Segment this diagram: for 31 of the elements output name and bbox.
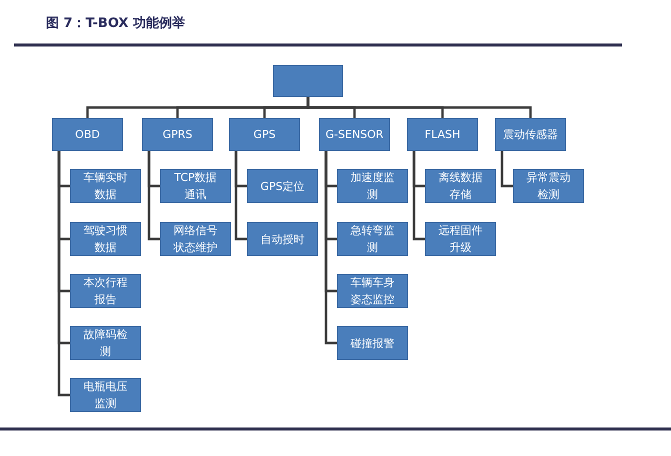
function-box: 车辆车身姿态监控 [337, 274, 408, 308]
function-box: 电瓶电压监测 [70, 378, 141, 412]
function-box: 故障码检测 [70, 326, 141, 360]
connector-line [58, 151, 70, 396]
module-box: G-SENSOR [319, 118, 390, 151]
function-box: 自动授时 [247, 222, 318, 256]
connector-line [234, 151, 247, 240]
connector-line [306, 97, 532, 118]
function-box: 离线数据存储 [425, 169, 496, 203]
figure-title: 图 7：T-BOX 功能例举 [46, 14, 185, 32]
module-box: FLASH [407, 118, 478, 151]
connector-line [500, 151, 513, 188]
function-box: 碰撞报警 [337, 326, 408, 360]
connector-line [324, 151, 337, 344]
module-box: GPS [229, 118, 300, 151]
function-box: 急转弯监测 [337, 222, 408, 256]
function-box: 加速度监测 [337, 169, 408, 203]
function-box: 远程固件升级 [425, 222, 496, 256]
function-box: 异常震动检测 [513, 169, 584, 203]
module-box: GPRS [142, 118, 213, 151]
module-box: 震动传感器 [495, 118, 566, 151]
function-box: 本次行程报告 [70, 274, 141, 308]
function-box: TCP数据通讯 [160, 169, 231, 203]
function-box: 驾驶习惯数据 [70, 222, 141, 256]
function-box: 车辆实时数据 [70, 169, 141, 203]
module-box: OBD [52, 118, 123, 151]
function-box: GPS定位 [247, 169, 318, 203]
connector-line [148, 151, 160, 240]
root-box [273, 65, 343, 97]
function-box: 网络信号状态维护 [160, 222, 231, 256]
connector-line [412, 151, 425, 240]
